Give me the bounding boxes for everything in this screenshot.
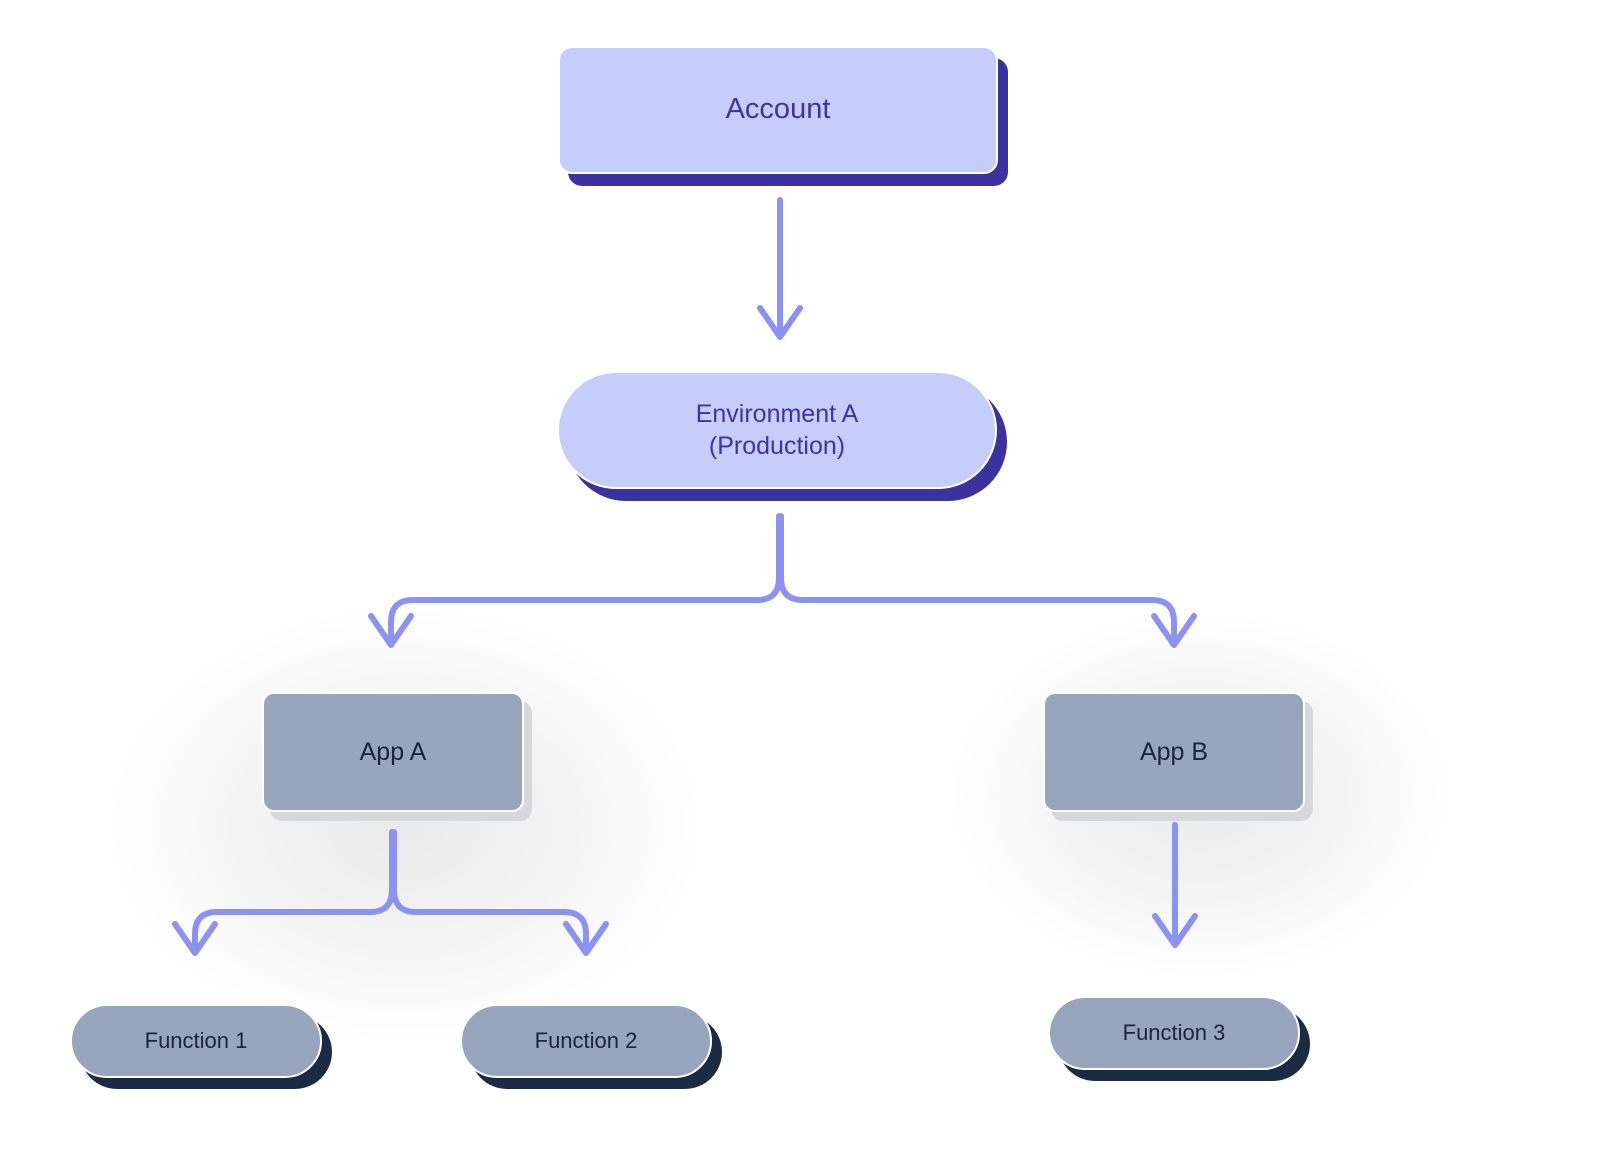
node-app-a[interactable]: App A — [262, 692, 524, 812]
node-app-b-label: App B — [1139, 737, 1209, 766]
node-account-label: Account — [725, 93, 831, 126]
node-app-b[interactable]: App B — [1043, 692, 1305, 812]
node-function-3-label: Function 3 — [1122, 1019, 1226, 1045]
edge-app-a-to-function-1 — [172, 829, 395, 956]
node-function-1-label: Function 1 — [144, 1027, 248, 1053]
node-function-2[interactable]: Function 2 — [460, 1004, 712, 1078]
node-account[interactable]: Account — [558, 46, 998, 174]
node-function-1[interactable]: Function 1 — [70, 1004, 322, 1078]
node-function-2-label: Function 2 — [534, 1027, 638, 1053]
edge-environment-a-to-app-a — [368, 513, 782, 648]
node-function-3[interactable]: Function 3 — [1048, 996, 1300, 1070]
edge-app-a-to-function-2 — [391, 829, 609, 956]
edge-environment-a-to-app-b — [778, 513, 1197, 648]
node-environment-a-label: Environment A (Production) — [695, 399, 859, 461]
node-app-a-label: App A — [359, 737, 427, 766]
edge-account-to-environment-a — [757, 197, 803, 340]
edge-app-b-to-function-3 — [1152, 822, 1198, 948]
node-environment-a[interactable]: Environment A (Production) — [557, 371, 997, 489]
